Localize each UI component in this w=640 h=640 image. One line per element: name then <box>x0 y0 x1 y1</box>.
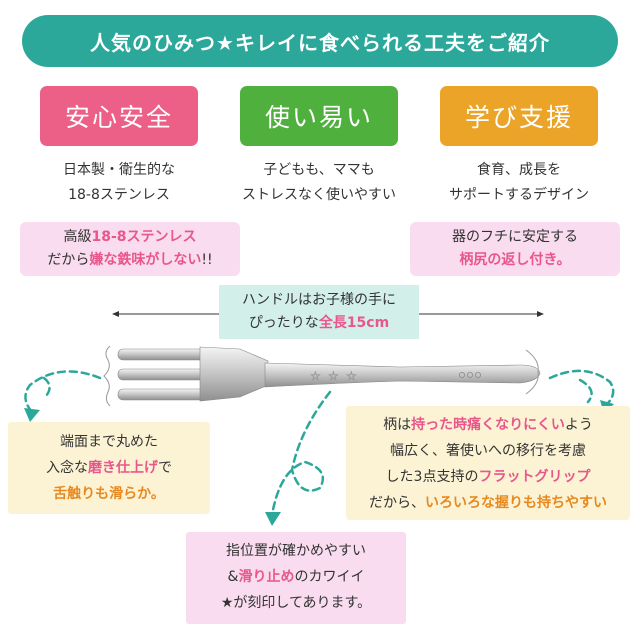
length-note: ハンドルはお子様の手に ぴったりな全長15cm <box>219 285 419 339</box>
title-banner: 人気のひみつ★キレイに食べられる工夫をご紹介 <box>22 15 618 67</box>
feature-description-safety: 日本製・衛生的な 18-8ステンレス <box>63 162 175 203</box>
feature-badge-usability: 使い易い <box>240 86 398 146</box>
feature-description-learning: 食育、成長を サポートするデザイン <box>449 162 589 203</box>
feature-description-usability: 子どもも、ママも ストレスなく使いやすい <box>242 162 396 203</box>
svg-text:☆: ☆ <box>310 369 321 383</box>
finger-position-note: 指位置が確かめやすい &滑り止めのカワイイ ★が刻印してあります。 <box>186 532 406 624</box>
svg-text:☆: ☆ <box>328 369 339 383</box>
banner-title: 人気のひみつ★キレイに食べられる工夫をご紹介 <box>90 30 550 55</box>
feature-badge-safety: 安心安全 <box>40 86 198 146</box>
rim-note: 器のフチに安定する 柄尻の返し付き。 <box>410 222 620 276</box>
material-note: 高級18-8ステンレス だから嫌な鉄味がしない!! <box>20 222 240 276</box>
svg-text:☆: ☆ <box>346 369 357 383</box>
flat-grip-note: 柄は持った時痛くなりにくいよう 幅広く、箸使いへの移行を考慮 した3点支持のフラ… <box>346 406 630 520</box>
fork-illustration: ☆ ☆ ☆ <box>117 346 541 402</box>
feature-badge-learning: 学び支援 <box>440 86 598 146</box>
edge-finish-note: 端面まで丸めた 入念な磨き仕上げで 舌触りも滑らか。 <box>8 422 210 514</box>
